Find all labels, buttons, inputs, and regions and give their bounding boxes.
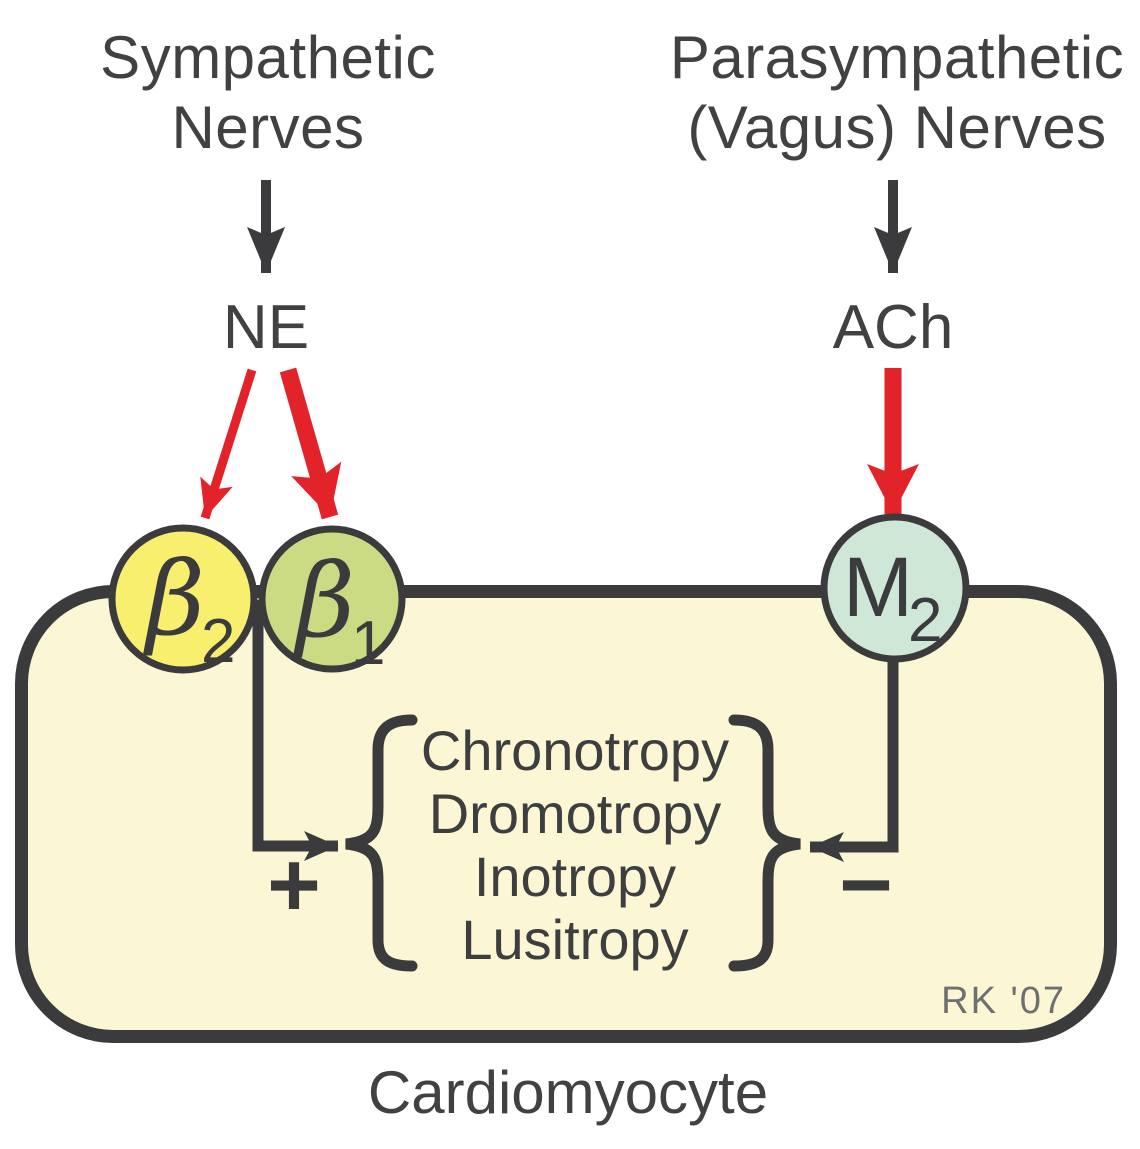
cardiomyocyte-caption: Cardiomyocyte: [368, 1059, 768, 1126]
m2-receptor: [820, 513, 970, 663]
beta2-receptor: [108, 524, 258, 674]
ne-label: NE: [223, 293, 309, 362]
m2-subscript: 2: [908, 586, 942, 655]
sympathetic-label-line1: Sympathetic: [100, 24, 436, 91]
beta2-symbol: β: [142, 540, 205, 659]
ach-label: ACh: [833, 293, 954, 362]
m2-signal-line: [810, 640, 899, 862]
parasympathetic-label-line2: (Vagus) Nerves: [687, 94, 1106, 161]
signature: RK '07: [941, 980, 1066, 1022]
effect-lusitropy: Lusitropy: [461, 908, 688, 971]
ne-to-beta2-arrow: [200, 368, 257, 520]
ne-to-beta1-arrow: [279, 367, 342, 520]
sympathetic-label-line2: Nerves: [171, 94, 364, 161]
effect-inotropy: Inotropy: [474, 845, 676, 908]
right-brace: [728, 714, 801, 972]
m2-symbol: M: [843, 540, 913, 634]
parasympathetic-label-line1: Parasympathetic: [670, 24, 1124, 91]
minus-sign: −: [839, 834, 893, 936]
beta1-subscript: 1: [351, 609, 385, 678]
beta2-subscript: 2: [201, 607, 235, 676]
beta1-symbol: β: [292, 542, 355, 661]
left-brace: [345, 714, 418, 972]
plus-sign: +: [267, 834, 321, 936]
cardiomyocyte-body: [15, 585, 1117, 1043]
effect-dromotropy: Dromotropy: [429, 782, 722, 845]
beta1-receptor: [258, 525, 406, 673]
beta1-signal-line: [252, 600, 338, 861]
effect-chronotropy: Chronotropy: [421, 719, 729, 782]
